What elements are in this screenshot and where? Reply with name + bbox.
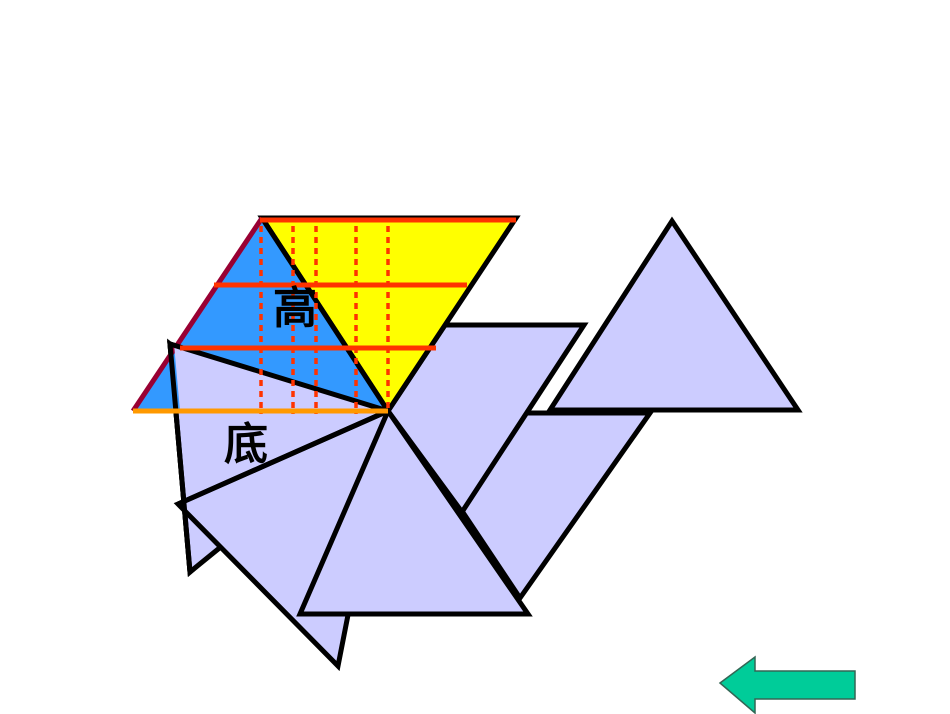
blue-triangle-right-edge [259,216,391,413]
base-label: 底 [224,419,268,470]
height-label: 高 [273,283,317,334]
slanted-edge [130,216,265,413]
back-arrow-icon [718,655,856,714]
lavender-triangle-right [545,216,803,413]
height-dotted-lines [259,226,390,414]
horizontal-red-lines [180,217,516,351]
back-arrow-button[interactable] [718,654,858,714]
lavender-triangle-left-edges [167,340,389,573]
lavender-triangle-bottom-center [296,405,533,617]
base-diagonal [176,408,390,507]
